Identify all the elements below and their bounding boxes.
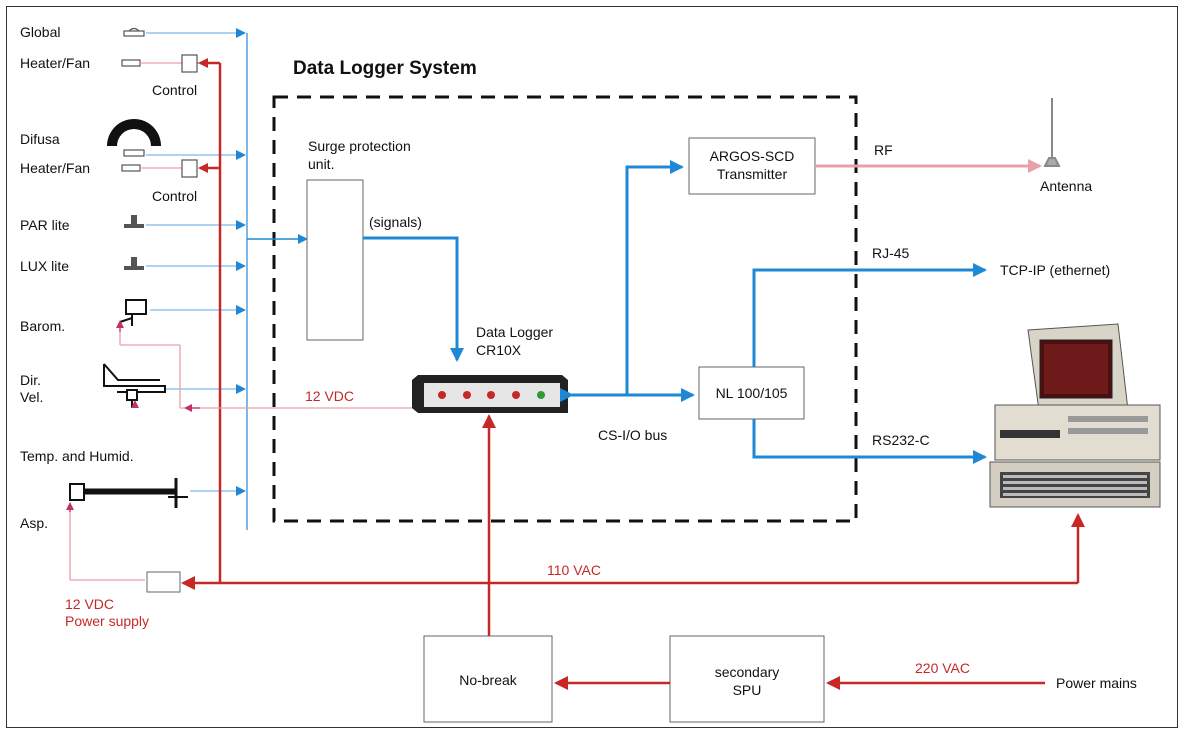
label-nobreak: No-break	[459, 672, 517, 688]
label-spu-2: SPU	[732, 682, 762, 698]
label-lux: LUX lite	[20, 258, 70, 274]
rs232-line	[752, 419, 987, 464]
label-heater-fan-1: Heater/Fan	[20, 55, 91, 71]
spu-box	[669, 635, 825, 723]
label-110vac: 110 VAC	[547, 562, 601, 578]
label-12vdc-logger: 12 VDC	[305, 388, 355, 404]
heater-fan-icon	[121, 54, 198, 73]
label-heater-fan-2: Heater/Fan	[20, 160, 91, 176]
sensor-signal-lines	[146, 28, 246, 496]
label-temp-humid: Temp. and Humid.	[20, 448, 134, 464]
power-supply-box	[146, 571, 181, 593]
label-asp: Asp.	[20, 515, 49, 531]
lux-sensor-icon	[124, 257, 144, 270]
label-argos-1: ARGOS-SCD	[709, 148, 795, 164]
label-surge-2: unit.	[308, 156, 335, 172]
label-rj45: RJ-45	[872, 245, 910, 261]
logger-to-argos-line	[625, 160, 684, 395]
temp-humid-icon	[69, 478, 188, 508]
difusa-sensor-icon	[107, 119, 161, 157]
label-tcpip: TCP-IP (ethernet)	[1000, 262, 1111, 278]
label-signals: (signals)	[369, 214, 422, 230]
label-logger-1: Data Logger	[476, 324, 554, 340]
label-barom: Barom.	[20, 318, 66, 334]
global-sensor-icon	[123, 27, 145, 37]
label-dir: Dir.	[20, 372, 41, 388]
rj45-line	[752, 263, 987, 367]
label-rs232: RS232-C	[872, 432, 930, 448]
dc-supply-lines	[69, 330, 415, 581]
heater-fan-icon-2	[121, 159, 198, 178]
label-power-supply-2: Power supply	[65, 613, 150, 629]
label-cs-io-bus: CS-I/O bus	[598, 427, 668, 443]
nobreak-box	[423, 635, 553, 723]
computer-icon	[989, 323, 1161, 508]
label-logger-2: CR10X	[476, 342, 522, 358]
diagram-title: Data Logger System	[293, 58, 477, 79]
diagram-frame	[6, 6, 1178, 728]
data-logger-device	[412, 375, 568, 413]
wind-vane-icon	[103, 363, 166, 408]
label-global: Global	[20, 24, 61, 40]
label-difusa: Difusa	[20, 131, 60, 147]
label-power-mains: Power mains	[1056, 675, 1137, 691]
system-boundary	[272, 95, 858, 523]
label-argos-2: Transmitter	[716, 166, 788, 182]
label-antenna: Antenna	[1040, 178, 1093, 194]
label-220vac: 220 VAC	[915, 660, 970, 676]
par-sensor-icon	[124, 215, 144, 228]
surge-protection-box	[306, 179, 364, 341]
label-par: PAR lite	[20, 217, 70, 233]
antenna-icon	[1043, 98, 1061, 167]
heater-power-lines	[198, 58, 222, 583]
label-spu-1: secondary	[714, 664, 780, 680]
label-control-2: Control	[152, 188, 198, 204]
label-power-supply-1: 12 VDC	[65, 596, 115, 612]
barometer-icon	[119, 299, 147, 326]
signals-arrow	[363, 236, 464, 362]
label-nl: NL 100/105	[715, 385, 788, 401]
nl-box	[698, 366, 805, 420]
label-rf: RF	[874, 142, 893, 158]
label-control-1: Control	[152, 82, 198, 98]
label-vel: Vel.	[20, 389, 44, 405]
label-surge-1: Surge protection	[308, 138, 411, 154]
